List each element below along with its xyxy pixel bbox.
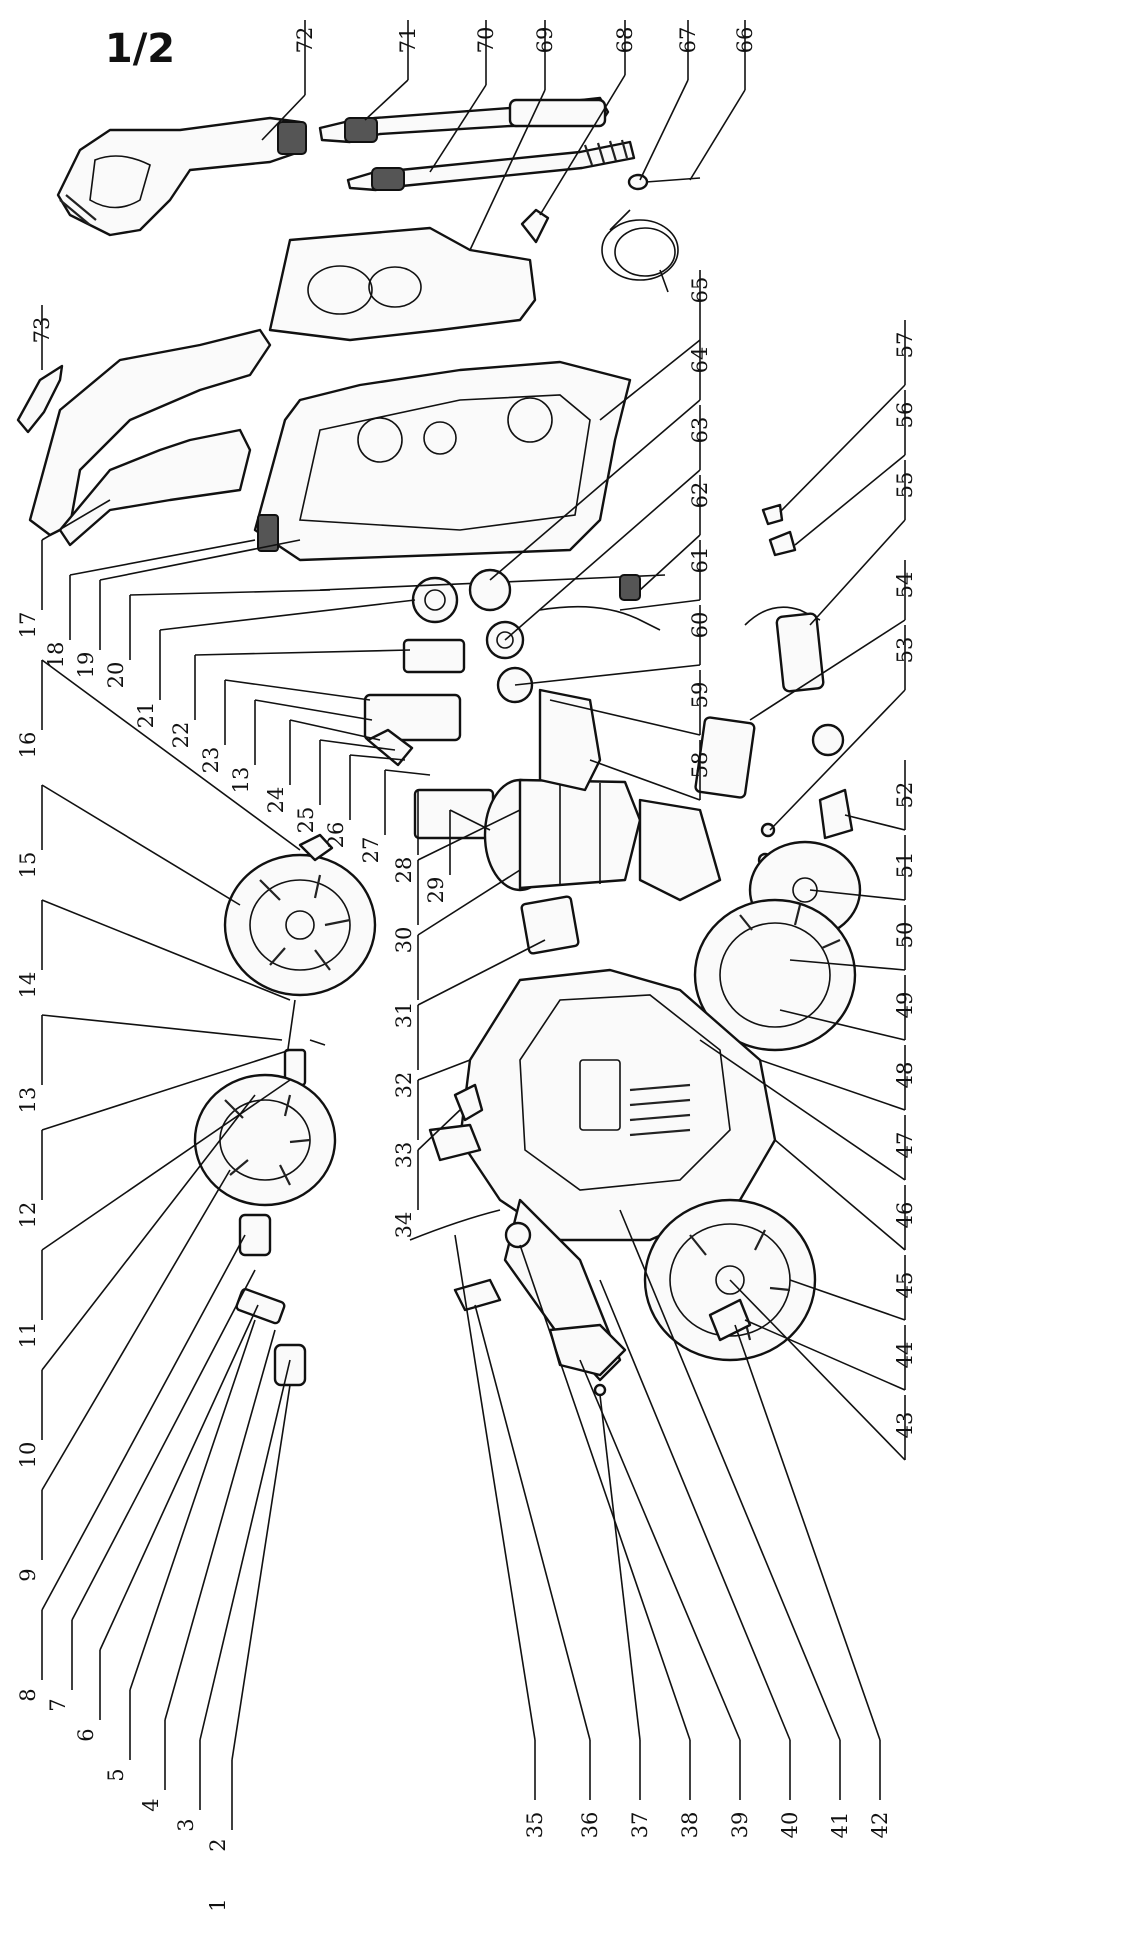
- callout-28: 28: [392, 857, 416, 884]
- hose-and-nozzle-drawings: [520, 173, 701, 293]
- fittings-drawing: [468, 568, 661, 704]
- callout-33: 33: [392, 1142, 416, 1169]
- callout-45: 45: [893, 1272, 917, 1299]
- callout-36: 36: [578, 1812, 602, 1839]
- callout-30: 30: [392, 927, 416, 954]
- callout-72: 72: [293, 27, 317, 54]
- callout-14: 14: [16, 972, 40, 999]
- callout-66: 66: [733, 27, 757, 54]
- spray-gun-drawing: [56, 116, 307, 237]
- callout-10: 10: [16, 1442, 40, 1469]
- callout-7: 7: [46, 1698, 70, 1711]
- callout-6: 6: [74, 1728, 98, 1741]
- callout-38: 38: [678, 1812, 702, 1839]
- callout-50: 50: [893, 922, 917, 949]
- callout-71: 71: [396, 27, 420, 54]
- leader-lines: [41, 20, 906, 1830]
- right-wheel-drawing: [693, 840, 862, 1052]
- callout-24: 24: [264, 787, 288, 814]
- callout-11: 11: [16, 1322, 40, 1349]
- callout-41: 41: [828, 1812, 852, 1839]
- callout-70: 70: [474, 27, 498, 54]
- callout-73: 73: [30, 317, 54, 344]
- callout-27: 27: [359, 837, 383, 864]
- callout-34: 34: [392, 1212, 416, 1239]
- callout-52: 52: [893, 782, 917, 809]
- callout-37: 37: [628, 1812, 652, 1839]
- callout-57: 57: [893, 332, 917, 359]
- callout-19: 19: [74, 652, 98, 679]
- callout-48: 48: [893, 1062, 917, 1089]
- callout-17: 17: [16, 612, 40, 639]
- control-components-drawing: [319, 574, 666, 840]
- callout-2: 2: [206, 1838, 230, 1851]
- callout-65: 65: [688, 277, 712, 304]
- callout-23: 23: [199, 747, 223, 774]
- callout-69: 69: [533, 27, 557, 54]
- callout-63: 63: [688, 417, 712, 444]
- callout-3: 3: [174, 1818, 198, 1831]
- callout-31: 31: [392, 1002, 416, 1029]
- callout-35: 35: [523, 1812, 547, 1839]
- callout-25: 25: [294, 807, 318, 834]
- callout-5: 5: [104, 1768, 128, 1781]
- front-panel-drawing: [268, 226, 537, 342]
- callout-61: 61: [688, 547, 712, 574]
- callout-53: 53: [893, 637, 917, 664]
- callout-60: 60: [688, 612, 712, 639]
- callout-68: 68: [613, 27, 637, 54]
- callout-22: 22: [169, 722, 193, 749]
- callout-54: 54: [893, 572, 917, 599]
- rear-frame-drawing: [409, 1198, 752, 1397]
- callout-26: 26: [324, 822, 348, 849]
- callout-4: 4: [139, 1798, 163, 1811]
- callout-62: 62: [688, 482, 712, 509]
- callout-13b: 13: [229, 767, 253, 794]
- motor-drawing: [483, 778, 642, 892]
- hose-reel-drawing: [193, 833, 377, 1387]
- callout-39: 39: [728, 1812, 752, 1839]
- callout-15: 15: [16, 852, 40, 879]
- callout-8: 8: [16, 1688, 40, 1701]
- callout-58: 58: [688, 752, 712, 779]
- callout-42: 42: [868, 1812, 892, 1839]
- callout-46: 46: [893, 1202, 917, 1229]
- callout-13: 13: [16, 1087, 40, 1114]
- callout-1: 1: [206, 1898, 230, 1911]
- callout-21: 21: [134, 702, 158, 729]
- callout-43: 43: [893, 1412, 917, 1439]
- callout-12: 12: [16, 1202, 40, 1229]
- callout-67: 67: [676, 27, 700, 54]
- callout-16: 16: [16, 732, 40, 759]
- page-label: 1/2: [105, 26, 175, 72]
- callout-49: 49: [893, 992, 917, 1019]
- callout-18: 18: [44, 642, 68, 669]
- callout-44: 44: [893, 1342, 917, 1369]
- main-housing-drawing: [253, 360, 632, 562]
- callout-55: 55: [893, 472, 917, 499]
- callout-56: 56: [893, 402, 917, 429]
- callout-59: 59: [688, 682, 712, 709]
- callout-51: 51: [893, 852, 917, 879]
- cable-drawing: [744, 503, 845, 757]
- callout-64: 64: [688, 347, 712, 374]
- callout-40: 40: [778, 1812, 802, 1839]
- callout-32: 32: [392, 1072, 416, 1099]
- callout-20: 20: [104, 662, 128, 689]
- main-body-drawing: [428, 895, 777, 1242]
- callout-numbers: 72 71 70 69 68 67 66 73 65 64 63 62 61 6…: [16, 27, 917, 1912]
- handle-drawings: [16, 328, 272, 547]
- callout-29: 29: [424, 877, 448, 904]
- lance-drawings: [318, 96, 636, 192]
- callout-9: 9: [16, 1568, 40, 1581]
- callout-47: 47: [893, 1132, 917, 1159]
